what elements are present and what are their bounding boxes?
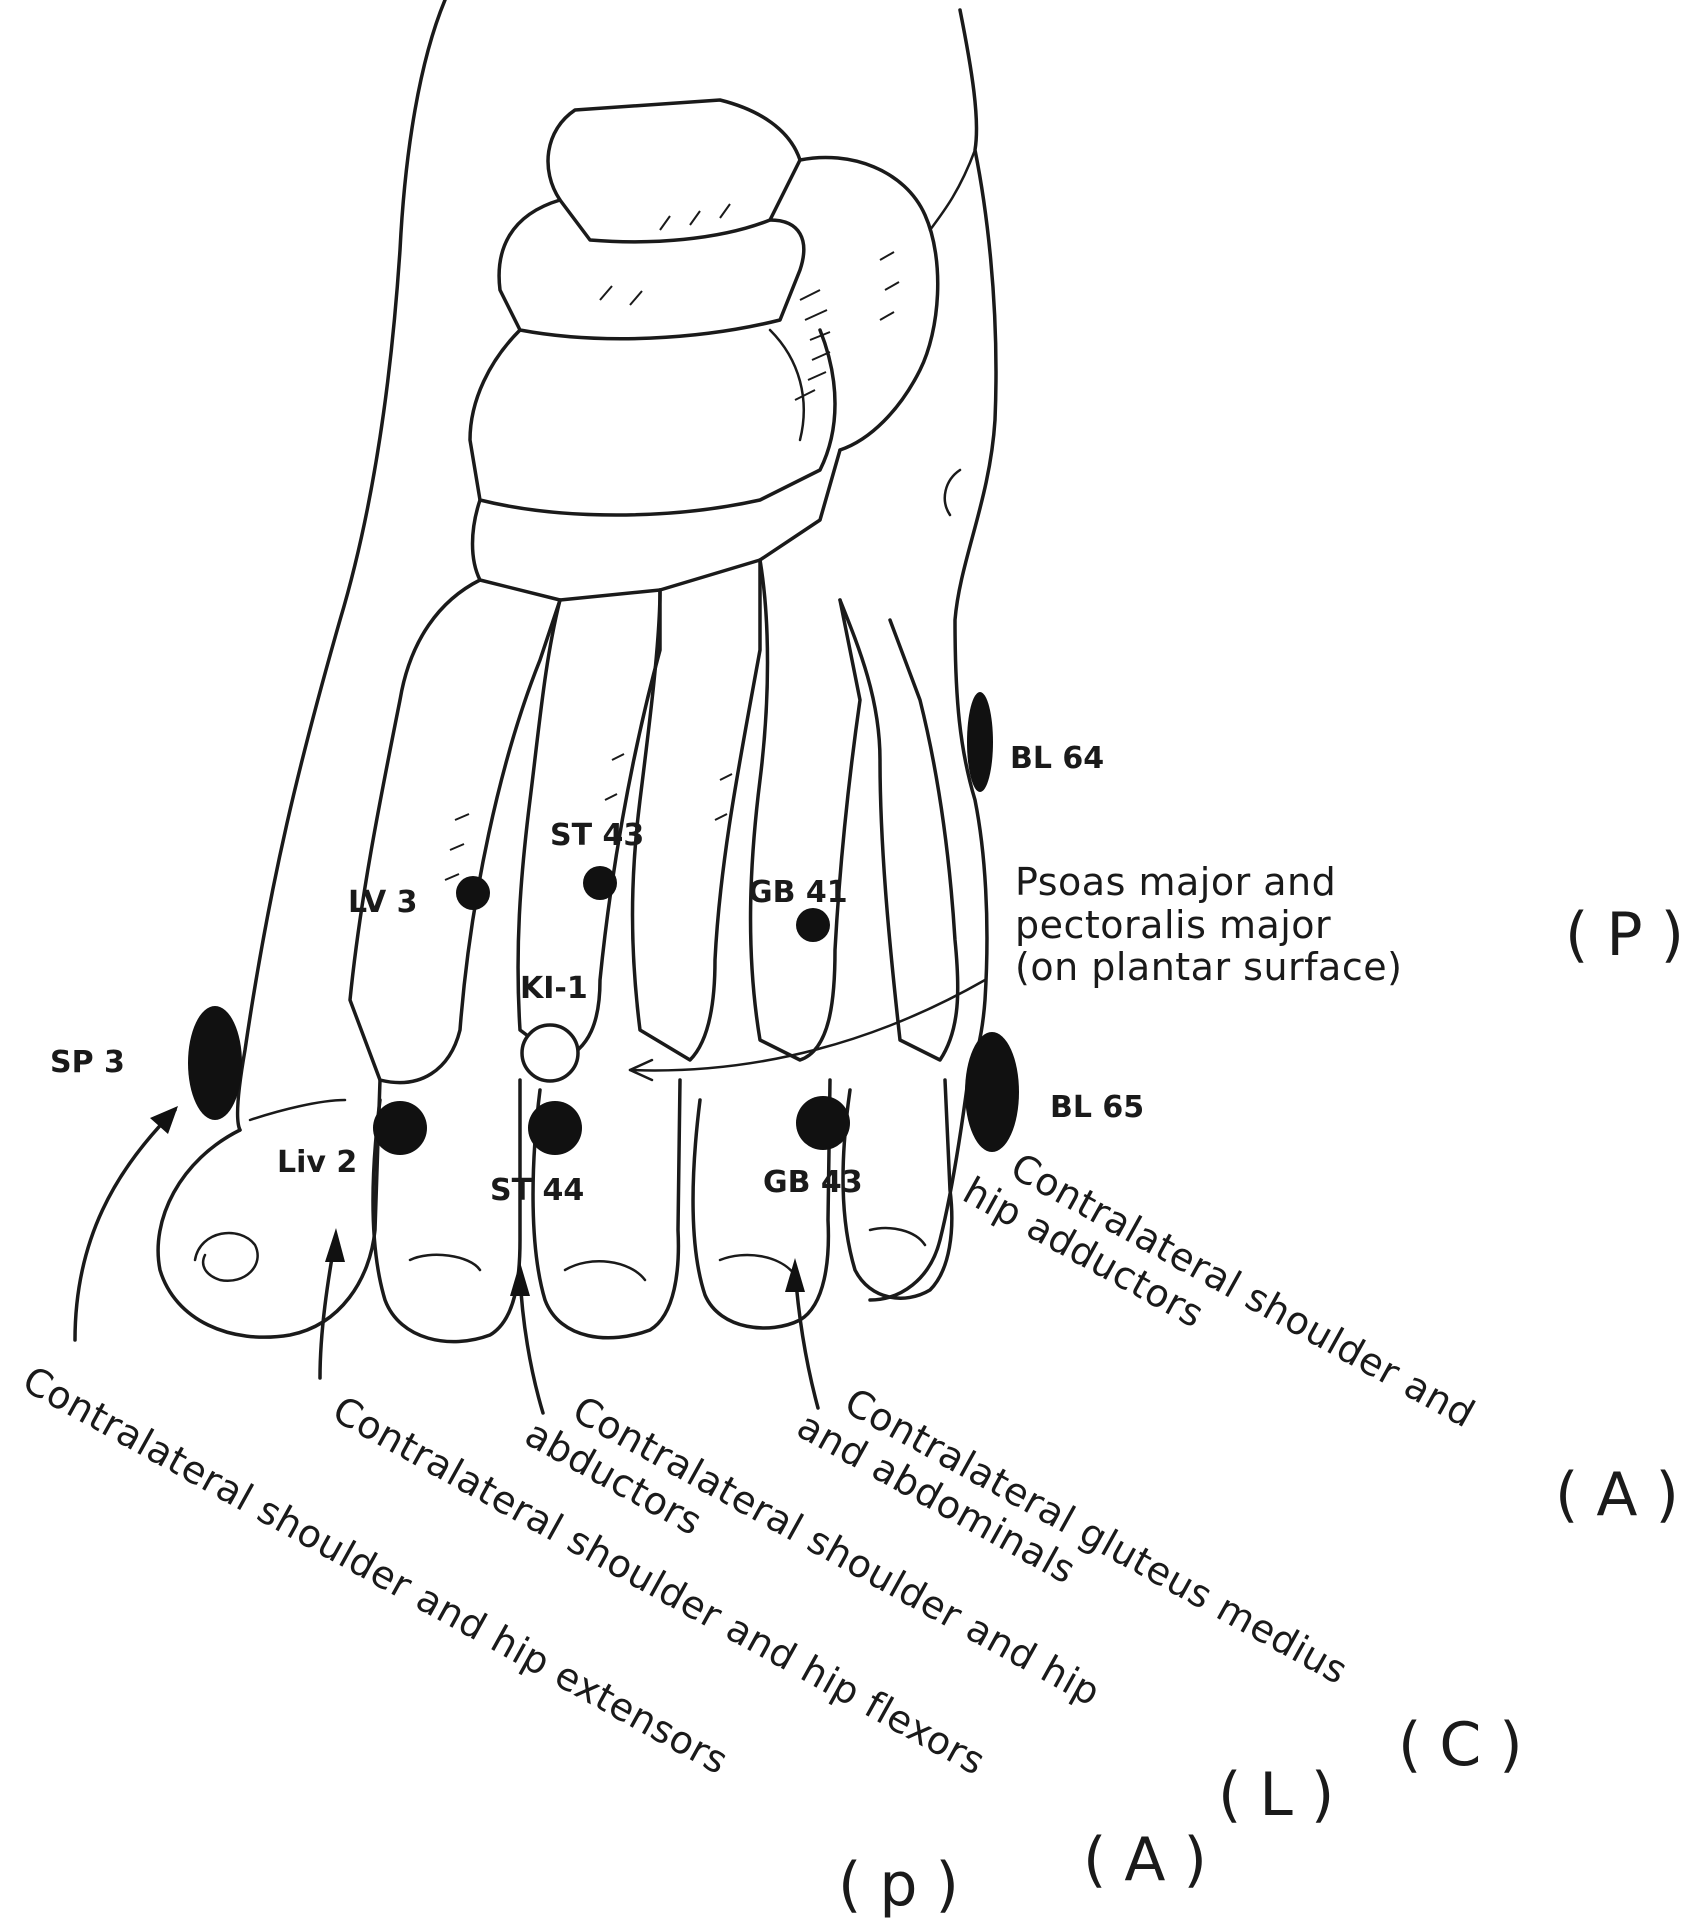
bl65-marker [965,1032,1019,1152]
bl64-marker [967,692,993,792]
foot-outline [235,0,998,1302]
note-bl65-line1: Contralateral shoulder and [1004,1144,1483,1436]
code-l: (L) [1218,1760,1352,1830]
liv2-marker [373,1101,427,1155]
note-psoas-line2: pectoralis major [1015,903,1331,947]
metatarsal-bones [348,558,960,1085]
st43-marker [583,866,617,900]
label-gb41: GB 41 [748,875,848,910]
gb43-marker [796,1096,850,1150]
sp3-arrow [73,1108,177,1342]
code-c: (C) [1398,1710,1541,1780]
ki1-marker [520,1023,580,1083]
acupoint-markers [188,692,1019,1155]
note-psoas-line3: (on plantar surface) [1015,945,1402,989]
code-a-right: (A) [1555,1460,1697,1530]
label-st43: ST 43 [550,818,644,853]
label-ki1: KI-1 [520,971,588,1006]
sp3-marker [188,1006,242,1120]
toes [156,1078,954,1344]
lv3-marker [456,876,490,910]
code-p-upper: (P) [1565,900,1702,970]
code-a-bottom: (A) [1083,1825,1225,1895]
gb41-marker [796,908,830,942]
label-st44: ST 44 [490,1173,584,1208]
label-liv2: Liv 2 [277,1145,357,1180]
plantar-arrow [628,1058,654,1082]
st44-marker [528,1101,582,1155]
note-psoas-line1: Psoas major and [1015,860,1336,904]
pointer-arrows [73,1106,820,1415]
code-p-bottom: (p) [838,1850,977,1920]
label-sp3: SP 3 [50,1045,125,1080]
plantar-surface-line [628,978,987,1072]
label-lv3: LV 3 [348,885,418,920]
tarsal-bones [468,98,940,602]
label-bl64: BL 64 [1010,741,1104,776]
note-gb43-line1: Contralateral gluteus medius [838,1379,1356,1693]
label-gb43: GB 43 [763,1165,863,1200]
label-bl65: BL 65 [1050,1090,1144,1125]
